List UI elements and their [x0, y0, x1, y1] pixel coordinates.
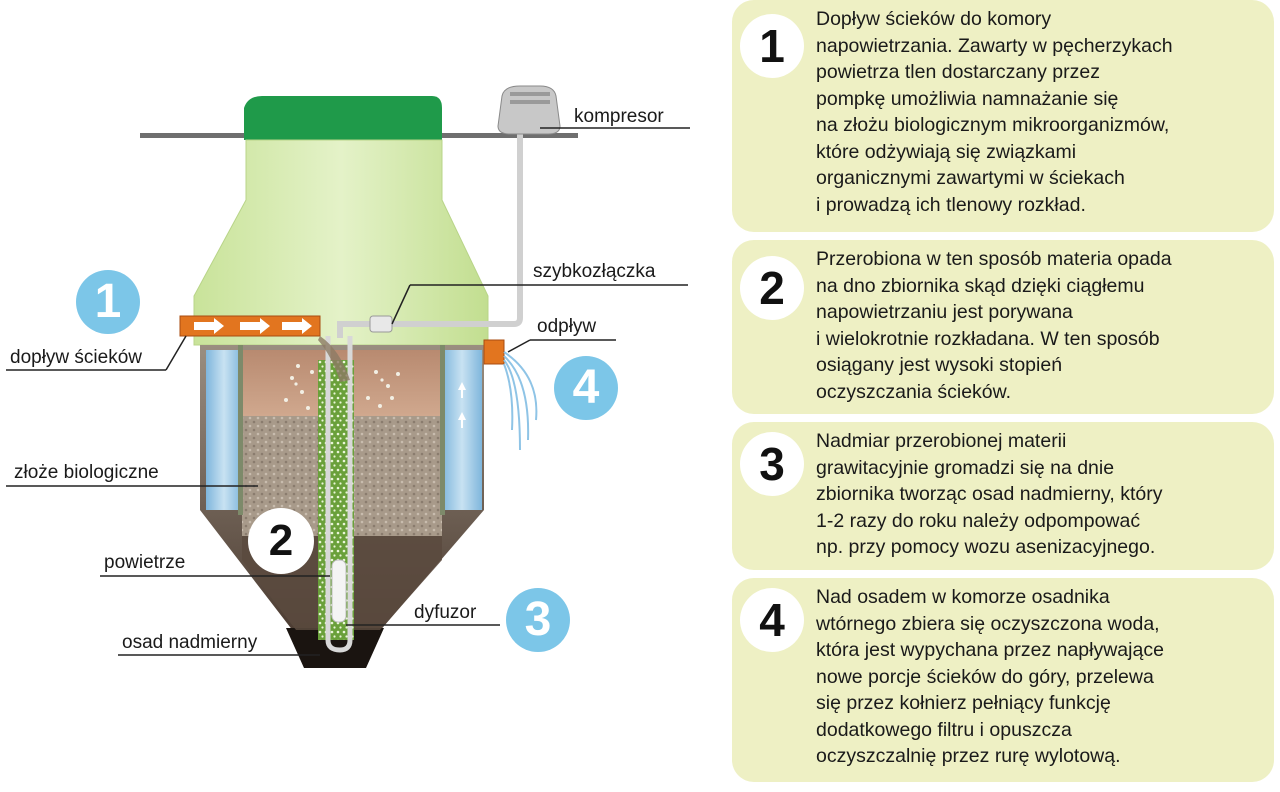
label-powietrze: powietrze [104, 552, 186, 573]
step-text: Nad osadem w komorze osadnika wtórnego z… [816, 586, 1164, 767]
step-number: 3 [740, 432, 804, 496]
step-panel-4: 4 Nad osadem w komorze osadnika wtórnego… [732, 578, 1274, 782]
step-panel-1: 1 Dopływ ścieków do komory napowietrzani… [732, 0, 1274, 232]
label-kompresor: kompresor [574, 106, 664, 127]
tank-upper-body [193, 139, 489, 346]
badge-3: 3 [506, 588, 570, 652]
tank-illustration [6, 85, 690, 668]
step-panel-3: 3 Nadmiar przerobionej materii grawitacy… [732, 422, 1274, 570]
quick-coupler [369, 315, 393, 333]
badge-1: 1 [76, 270, 140, 334]
step-number: 1 [740, 14, 804, 78]
compressor-hose [384, 132, 523, 327]
inner-wall-right [440, 345, 445, 515]
upflow-arrows [458, 382, 466, 428]
treatment-plant-diagram: kompresor szybkozłączka odpływ dopływ śc… [6, 85, 690, 668]
leader-lines [6, 127, 690, 656]
label-zloze: złoże biologiczne [14, 462, 159, 483]
step-text: Nadmiar przerobionej materii grawitacyjn… [816, 430, 1163, 558]
badge-4: 4 [554, 356, 618, 420]
outflow-water [503, 351, 538, 451]
inflow-stream [318, 336, 350, 382]
step-panel-2: 2 Przerobiona w ten sposób materia opada… [732, 240, 1274, 414]
step-text: Przerobiona w ten sposób materia opada n… [816, 248, 1172, 403]
outlet-pipe [483, 339, 505, 365]
tank-lid [244, 96, 442, 140]
inlet-arrows [194, 318, 312, 334]
compressor [497, 85, 561, 135]
step-number: 4 [740, 588, 804, 652]
step-number: 2 [740, 256, 804, 320]
sludge-particles [284, 364, 400, 410]
label-doplyw: dopływ ścieków [10, 347, 142, 368]
diffuser [331, 559, 347, 623]
label-szybkozlaczka: szybkozłączka [533, 261, 656, 282]
left-water-column [206, 350, 242, 510]
step-text: Dopływ ścieków do komory napowietrzania.… [816, 8, 1173, 216]
label-odplyw: odpływ [537, 316, 597, 337]
right-water-column [442, 350, 482, 510]
air-pipe [325, 336, 353, 653]
inner-wall-left [238, 345, 243, 515]
label-dyfuzor: dyfuzor [414, 602, 477, 623]
badge-2: 2 [248, 508, 314, 574]
label-osad: osad nadmierny [122, 632, 258, 653]
